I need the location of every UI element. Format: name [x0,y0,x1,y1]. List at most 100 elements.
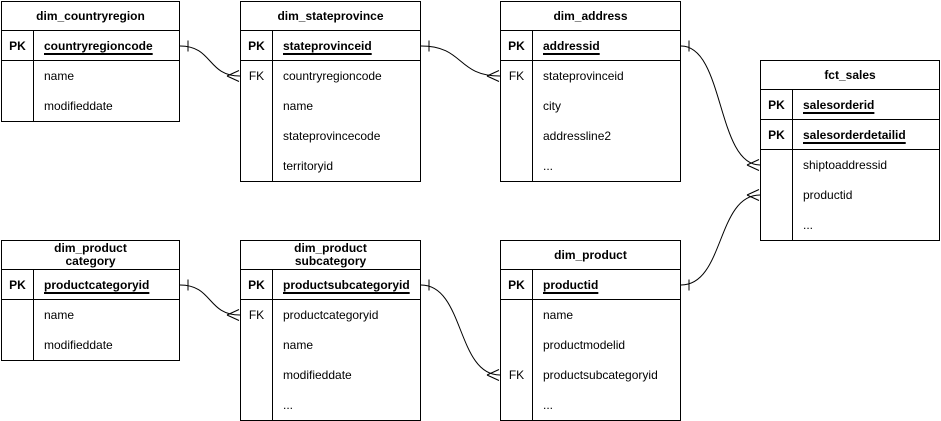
field-name: countryregioncode [283,69,382,83]
key-label-empty [241,390,273,420]
relationship-line [680,194,761,286]
field-row: modifieddate [2,91,179,121]
field-name: name [543,308,574,322]
field-row: name [241,330,420,360]
field-row: ... [501,390,680,420]
pk-label: PK [501,31,533,60]
key-label-empty [761,150,793,180]
field-name: productcategoryid [283,308,379,322]
table-title: dim_product category [2,241,179,270]
relationship-dim_address-fct_sales [680,40,761,171]
field-name: salesorderid [803,97,875,112]
key-label-empty [241,330,273,360]
field-name: modifieddate [283,368,352,382]
relationship-dim_productcategory-dim_productsubcategory [179,279,241,321]
relationship-line [420,45,501,77]
fk-label: FK [241,61,273,91]
key-label-empty [2,61,34,91]
key-label-empty [241,151,273,181]
field-row: name [241,91,420,121]
key-label-empty [241,91,273,121]
key-label-empty [241,121,273,151]
relationship-line [179,45,241,77]
relationship-dim_product-fct_sales [680,189,761,291]
field-name: productid [543,277,599,292]
relationship-dim_stateprovince-dim_address [420,40,501,82]
field-row: name [2,61,179,91]
relationship-line [179,284,241,316]
key-label-empty [501,330,533,360]
cardinality-many-crowfoot [226,309,240,321]
field-row: ... [761,210,939,240]
key-label-empty [761,180,793,210]
field-row: name [2,300,179,330]
field-row: modifieddate [241,360,420,390]
key-label-empty [501,390,533,420]
field-name: name [283,338,314,352]
field-row: productmodelid [501,330,680,360]
cardinality-many-crowfoot [226,70,240,82]
relationship-line [680,45,761,166]
table-title: dim_address [501,2,680,31]
field-row: name [501,300,680,330]
pk-label: PK [241,270,273,299]
primary-key-row: PK productsubcategoryid [241,270,420,300]
field-name: name [283,99,314,113]
field-name: name [44,69,75,83]
field-name: productcategoryid [44,277,150,292]
field-name: ... [283,398,294,412]
key-label-empty [501,91,533,121]
relationship-dim_countryregion-dim_stateprovince [179,40,241,82]
table-title: fct_sales [761,61,939,90]
key-label-empty [761,210,793,240]
primary-key-row: PK productid [501,270,680,300]
field-name: productmodelid [543,338,626,352]
fk-label: FK [241,300,273,330]
fk-label: FK [501,61,533,91]
field-row: ... [501,151,680,181]
field-name: shiptoaddressid [803,158,888,172]
pk-label: PK [241,31,273,60]
field-name: salesorderdetailid [803,127,906,142]
field-name: ... [543,159,554,173]
field-name: productid [803,188,853,202]
field-name: addressline2 [543,129,612,143]
field-name: ... [803,218,814,232]
primary-key-row: PK addressid [501,31,680,61]
field-name: name [44,308,75,322]
table-title: dim_stateprovince [241,2,420,31]
relationship-line [420,284,501,376]
cardinality-many-crowfoot [486,70,500,82]
field-name: addressid [543,38,600,53]
field-name: productsubcategoryid [543,368,658,382]
key-label-empty [501,151,533,181]
key-label-empty [2,330,34,360]
field-row: addressline2 [501,121,680,151]
cardinality-many-crowfoot [746,159,760,171]
primary-key-row: PK stateprovinceid [241,31,420,61]
field-name: ... [543,398,554,412]
field-name: countryregioncode [44,38,153,53]
field-row: city [501,91,680,121]
primary-key-row: PK salesorderid [761,90,939,120]
key-label-empty [501,121,533,151]
field-name: stateprovinceid [283,38,372,53]
field-row: stateprovincecode [241,121,420,151]
field-name: productsubcategoryid [283,277,410,292]
field-row: productid [761,180,939,210]
cardinality-many-crowfoot [486,369,500,381]
pk-label: PK [501,270,533,299]
field-row: FK countryregioncode [241,61,420,91]
pk-label: PK [761,90,793,119]
